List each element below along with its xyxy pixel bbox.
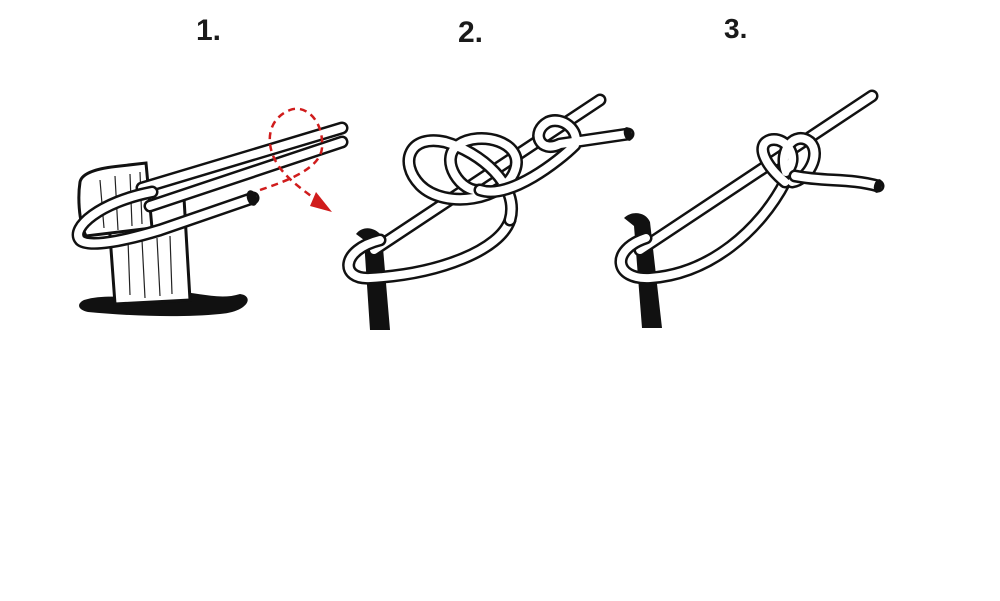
post-icon [624, 213, 662, 328]
step-1-illustration [71, 107, 349, 317]
step-1-label: 1. [196, 14, 222, 47]
step-2-illustration [342, 93, 635, 330]
step-2-label: 2. [458, 16, 484, 49]
guide-arrow-icon [259, 107, 324, 203]
step-3-label: 3. [724, 13, 748, 44]
step-3-illustration [614, 89, 885, 328]
